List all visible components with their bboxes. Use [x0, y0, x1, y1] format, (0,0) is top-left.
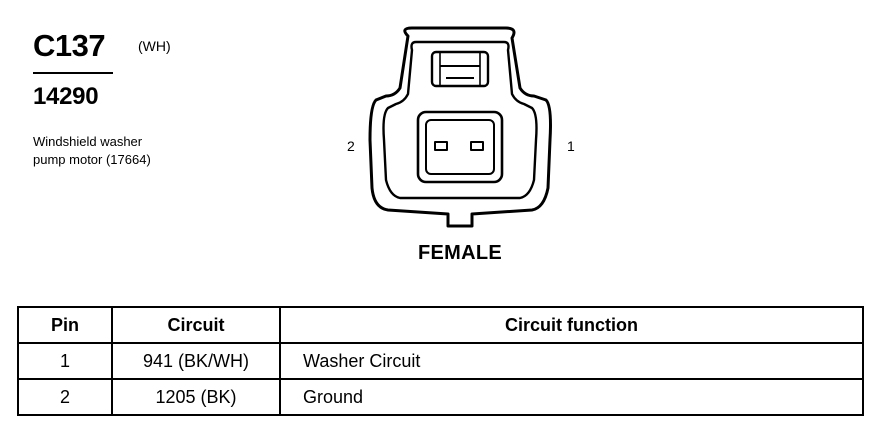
locking-latch	[430, 50, 490, 88]
pin-label-right: 1	[567, 138, 575, 154]
connector-color-code: (WH)	[138, 38, 171, 54]
header-circuit-function: Circuit function	[279, 306, 864, 344]
connector-id-underline	[33, 72, 113, 74]
pin-table: Pin Circuit Circuit function 1 941 (BK/W…	[17, 306, 864, 416]
terminal-cavity-inner	[425, 119, 495, 175]
table-row: 1 941 (BK/WH) Washer Circuit	[17, 342, 864, 380]
header-pin: Pin	[17, 306, 113, 344]
connector-inner-housing	[382, 40, 538, 200]
terminal-slot-pin-1	[470, 141, 484, 151]
header-circuit: Circuit	[111, 306, 281, 344]
cell-pin: 1	[17, 342, 113, 380]
terminal-cavity-outer	[416, 110, 504, 184]
pin-label-left: 2	[347, 138, 355, 154]
connector-outer-housing	[368, 26, 552, 228]
description-line-1: Windshield washer	[33, 134, 143, 149]
connector-id: C137	[33, 28, 106, 63]
part-number: 14290	[33, 83, 99, 110]
connector-description: Windshield washer pump motor (17664)	[33, 133, 151, 169]
cell-circuit: 1205 (BK)	[111, 378, 281, 416]
cell-pin: 2	[17, 378, 113, 416]
cell-circuit-function: Ground	[279, 378, 864, 416]
connector-face-diagram	[368, 26, 552, 228]
table-header-row: Pin Circuit Circuit function	[17, 306, 864, 344]
terminal-slot-pin-2	[434, 141, 448, 151]
cell-circuit-function: Washer Circuit	[279, 342, 864, 380]
connector-gender-label: FEMALE	[418, 242, 503, 264]
cell-circuit: 941 (BK/WH)	[111, 342, 281, 380]
description-line-2: pump motor (17664)	[33, 152, 151, 167]
table-row: 2 1205 (BK) Ground	[17, 378, 864, 416]
